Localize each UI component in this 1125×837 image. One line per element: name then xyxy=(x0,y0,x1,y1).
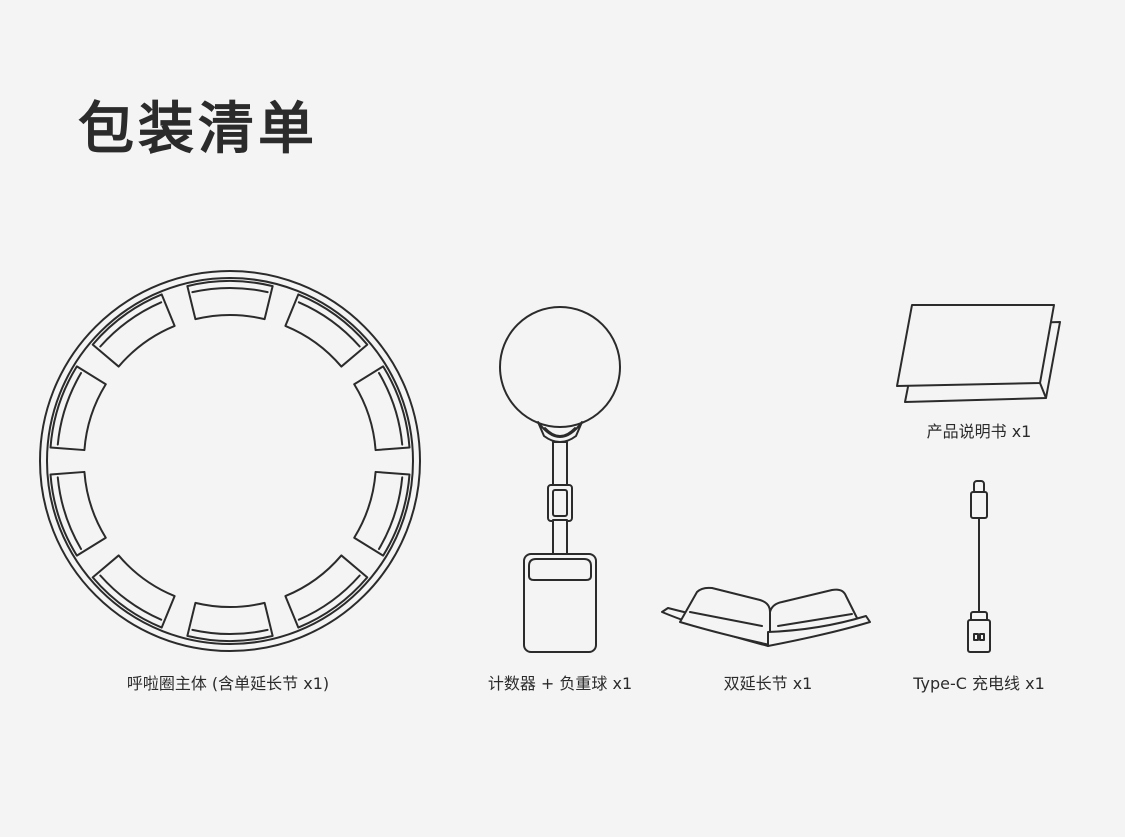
usb-c-cable-icon xyxy=(967,480,991,653)
hoop-segment xyxy=(49,365,107,452)
hoop-segment-contour xyxy=(377,476,404,550)
hoop-segment xyxy=(91,293,176,368)
caption-manual: 产品说明书 x1 xyxy=(926,422,1032,441)
caption-double-extension: 双延长节 x1 xyxy=(723,674,813,693)
hoop-segment-contour xyxy=(377,372,404,446)
hoop-segment-contour xyxy=(99,574,163,621)
manual-icon xyxy=(896,304,1061,403)
hoop-segment-contour xyxy=(56,476,83,550)
hoop-segment xyxy=(91,554,176,629)
hoop-segment-contour xyxy=(297,574,361,621)
hoop-segment xyxy=(284,293,369,368)
hoop-segment xyxy=(49,470,107,557)
hoop-segment xyxy=(353,470,411,557)
hoop-segment xyxy=(186,280,274,321)
page-title: 包装清单 xyxy=(78,97,318,162)
double-extension-icon xyxy=(661,586,871,647)
hoop-segment xyxy=(284,554,369,629)
hoop-segment xyxy=(186,601,274,642)
caption-counter-weight-ball: 计数器 + 负重球 x1 xyxy=(487,674,633,693)
caption-hula-hoop: 呼啦圈主体 (含单延长节 x1) xyxy=(126,674,330,693)
hoop-segment-contour xyxy=(191,628,269,635)
hula-hoop-icon xyxy=(39,270,421,652)
hoop-segment xyxy=(353,365,411,452)
hoop-segment-contour xyxy=(56,372,83,446)
caption-cable: Type-C 充电线 x1 xyxy=(913,674,1045,693)
hoop-segment-contour xyxy=(297,301,361,348)
counter-weight-ball-icon xyxy=(499,306,621,653)
hoop-segment-contour xyxy=(191,287,269,294)
hoop-segment-contour xyxy=(99,301,163,348)
